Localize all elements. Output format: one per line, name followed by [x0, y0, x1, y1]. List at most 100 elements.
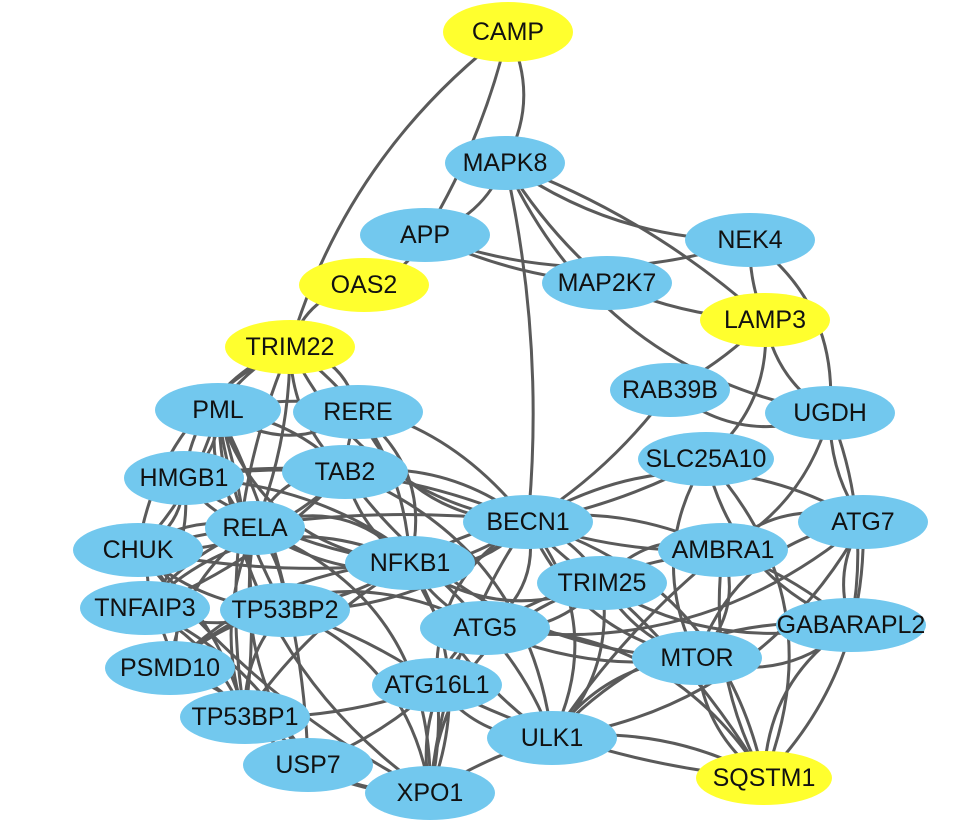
- edge-atg7-sqstm1: [762, 521, 865, 780]
- node-tp53bp2[interactable]: TP53BP2: [220, 583, 350, 637]
- node-label: MAP2K7: [558, 269, 657, 297]
- node-sqstm1[interactable]: SQSTM1: [696, 751, 832, 805]
- node-ellipse: [293, 385, 423, 439]
- edge-tab2-ulk1: [344, 470, 554, 739]
- node-ellipse: [73, 523, 203, 577]
- node-ellipse: [420, 601, 550, 655]
- node-atg7[interactable]: ATG7: [798, 495, 928, 549]
- node-ugdh[interactable]: UGDH: [765, 386, 895, 440]
- node-usp7[interactable]: USP7: [243, 738, 373, 792]
- node-chuk[interactable]: CHUK: [73, 523, 203, 577]
- node-atg5[interactable]: ATG5: [420, 601, 550, 655]
- node-ellipse: [445, 136, 565, 190]
- node-ellipse: [776, 598, 926, 652]
- node-label: RELA: [222, 514, 288, 542]
- node-ellipse: [80, 581, 210, 635]
- node-label: HMGB1: [140, 464, 229, 492]
- node-map2k7[interactable]: MAP2K7: [542, 256, 672, 310]
- node-ellipse: [700, 293, 830, 347]
- node-rela[interactable]: RELA: [205, 501, 305, 555]
- node-label: TAB2: [315, 458, 376, 486]
- node-label: TNFAIP3: [94, 594, 195, 622]
- node-becn1[interactable]: BECN1: [463, 495, 593, 549]
- node-label: MAPK8: [463, 149, 548, 177]
- node-psmd10[interactable]: PSMD10: [105, 641, 235, 695]
- node-ellipse: [220, 583, 350, 637]
- node-ellipse: [765, 386, 895, 440]
- node-ellipse: [685, 213, 815, 267]
- node-label: APP: [400, 221, 450, 249]
- node-mapk8[interactable]: MAPK8: [445, 136, 565, 190]
- node-ellipse: [372, 658, 502, 712]
- node-pml[interactable]: PML: [155, 383, 281, 437]
- node-mtor[interactable]: MTOR: [632, 631, 762, 685]
- node-ellipse: [696, 751, 832, 805]
- node-tnfaip3[interactable]: TNFAIP3: [80, 581, 210, 635]
- edge-mapk8-ugdh: [503, 162, 831, 415]
- node-label: ATG7: [831, 508, 894, 536]
- node-nfkb1[interactable]: NFKB1: [345, 536, 475, 590]
- node-label: PSMD10: [120, 654, 220, 682]
- node-label: ATG16L1: [384, 671, 489, 699]
- node-ellipse: [180, 690, 310, 744]
- node-label: ATG5: [453, 614, 516, 642]
- node-ellipse: [537, 556, 667, 610]
- node-label: ULK1: [521, 724, 584, 752]
- node-ellipse: [243, 738, 373, 792]
- node-ellipse: [658, 523, 788, 577]
- edge-slc25a10-sqstm1: [704, 457, 791, 779]
- node-label: UGDH: [793, 399, 867, 427]
- node-label: NEK4: [717, 226, 782, 254]
- node-ellipse: [124, 451, 244, 505]
- node-label: OAS2: [331, 271, 398, 299]
- node-ellipse: [282, 445, 408, 499]
- node-label: TRIM22: [246, 333, 335, 361]
- node-ellipse: [632, 631, 762, 685]
- node-ellipse: [155, 383, 281, 437]
- node-label: TP53BP2: [231, 596, 338, 624]
- node-ellipse: [105, 641, 235, 695]
- node-label: MTOR: [660, 644, 733, 672]
- node-label: TP53BP1: [191, 703, 298, 731]
- node-rere[interactable]: RERE: [293, 385, 423, 439]
- node-oas2[interactable]: OAS2: [299, 258, 429, 312]
- node-xpo1[interactable]: XPO1: [365, 766, 495, 820]
- node-label: SLC25A10: [646, 445, 767, 473]
- node-ellipse: [798, 495, 928, 549]
- node-label: LAMP3: [724, 306, 806, 334]
- node-camp[interactable]: CAMP: [443, 2, 573, 62]
- node-ellipse: [299, 258, 429, 312]
- node-app[interactable]: APP: [360, 208, 490, 262]
- node-slc25a10[interactable]: SLC25A10: [638, 432, 774, 486]
- node-label: CAMP: [472, 18, 544, 46]
- node-ellipse: [345, 536, 475, 590]
- node-lamp3[interactable]: LAMP3: [700, 293, 830, 347]
- node-label: USP7: [275, 751, 340, 779]
- node-label: GABARAPL2: [777, 611, 926, 639]
- node-tab2[interactable]: TAB2: [282, 445, 408, 499]
- node-rab39b[interactable]: RAB39B: [610, 363, 730, 417]
- node-gabarapl2[interactable]: GABARAPL2: [776, 598, 926, 652]
- node-tp53bp1[interactable]: TP53BP1: [180, 690, 310, 744]
- node-ellipse: [443, 2, 573, 62]
- node-ambra1[interactable]: AMBRA1: [658, 523, 788, 577]
- node-hmgb1[interactable]: HMGB1: [124, 451, 244, 505]
- node-ellipse: [365, 766, 495, 820]
- node-ulk1[interactable]: ULK1: [487, 711, 617, 765]
- node-label: PML: [192, 396, 244, 424]
- node-trim22[interactable]: TRIM22: [225, 320, 355, 374]
- edge-camp-app: [423, 31, 510, 236]
- node-label: RAB39B: [622, 376, 718, 404]
- node-atg16l1[interactable]: ATG16L1: [372, 658, 502, 712]
- node-label: XPO1: [397, 779, 464, 807]
- node-label: CHUK: [103, 536, 174, 564]
- node-trim25[interactable]: TRIM25: [537, 556, 667, 610]
- node-ellipse: [487, 711, 617, 765]
- node-nek4[interactable]: NEK4: [685, 213, 815, 267]
- node-label: SQSTM1: [713, 764, 816, 792]
- node-label: BECN1: [486, 508, 569, 536]
- node-label: RERE: [323, 398, 392, 426]
